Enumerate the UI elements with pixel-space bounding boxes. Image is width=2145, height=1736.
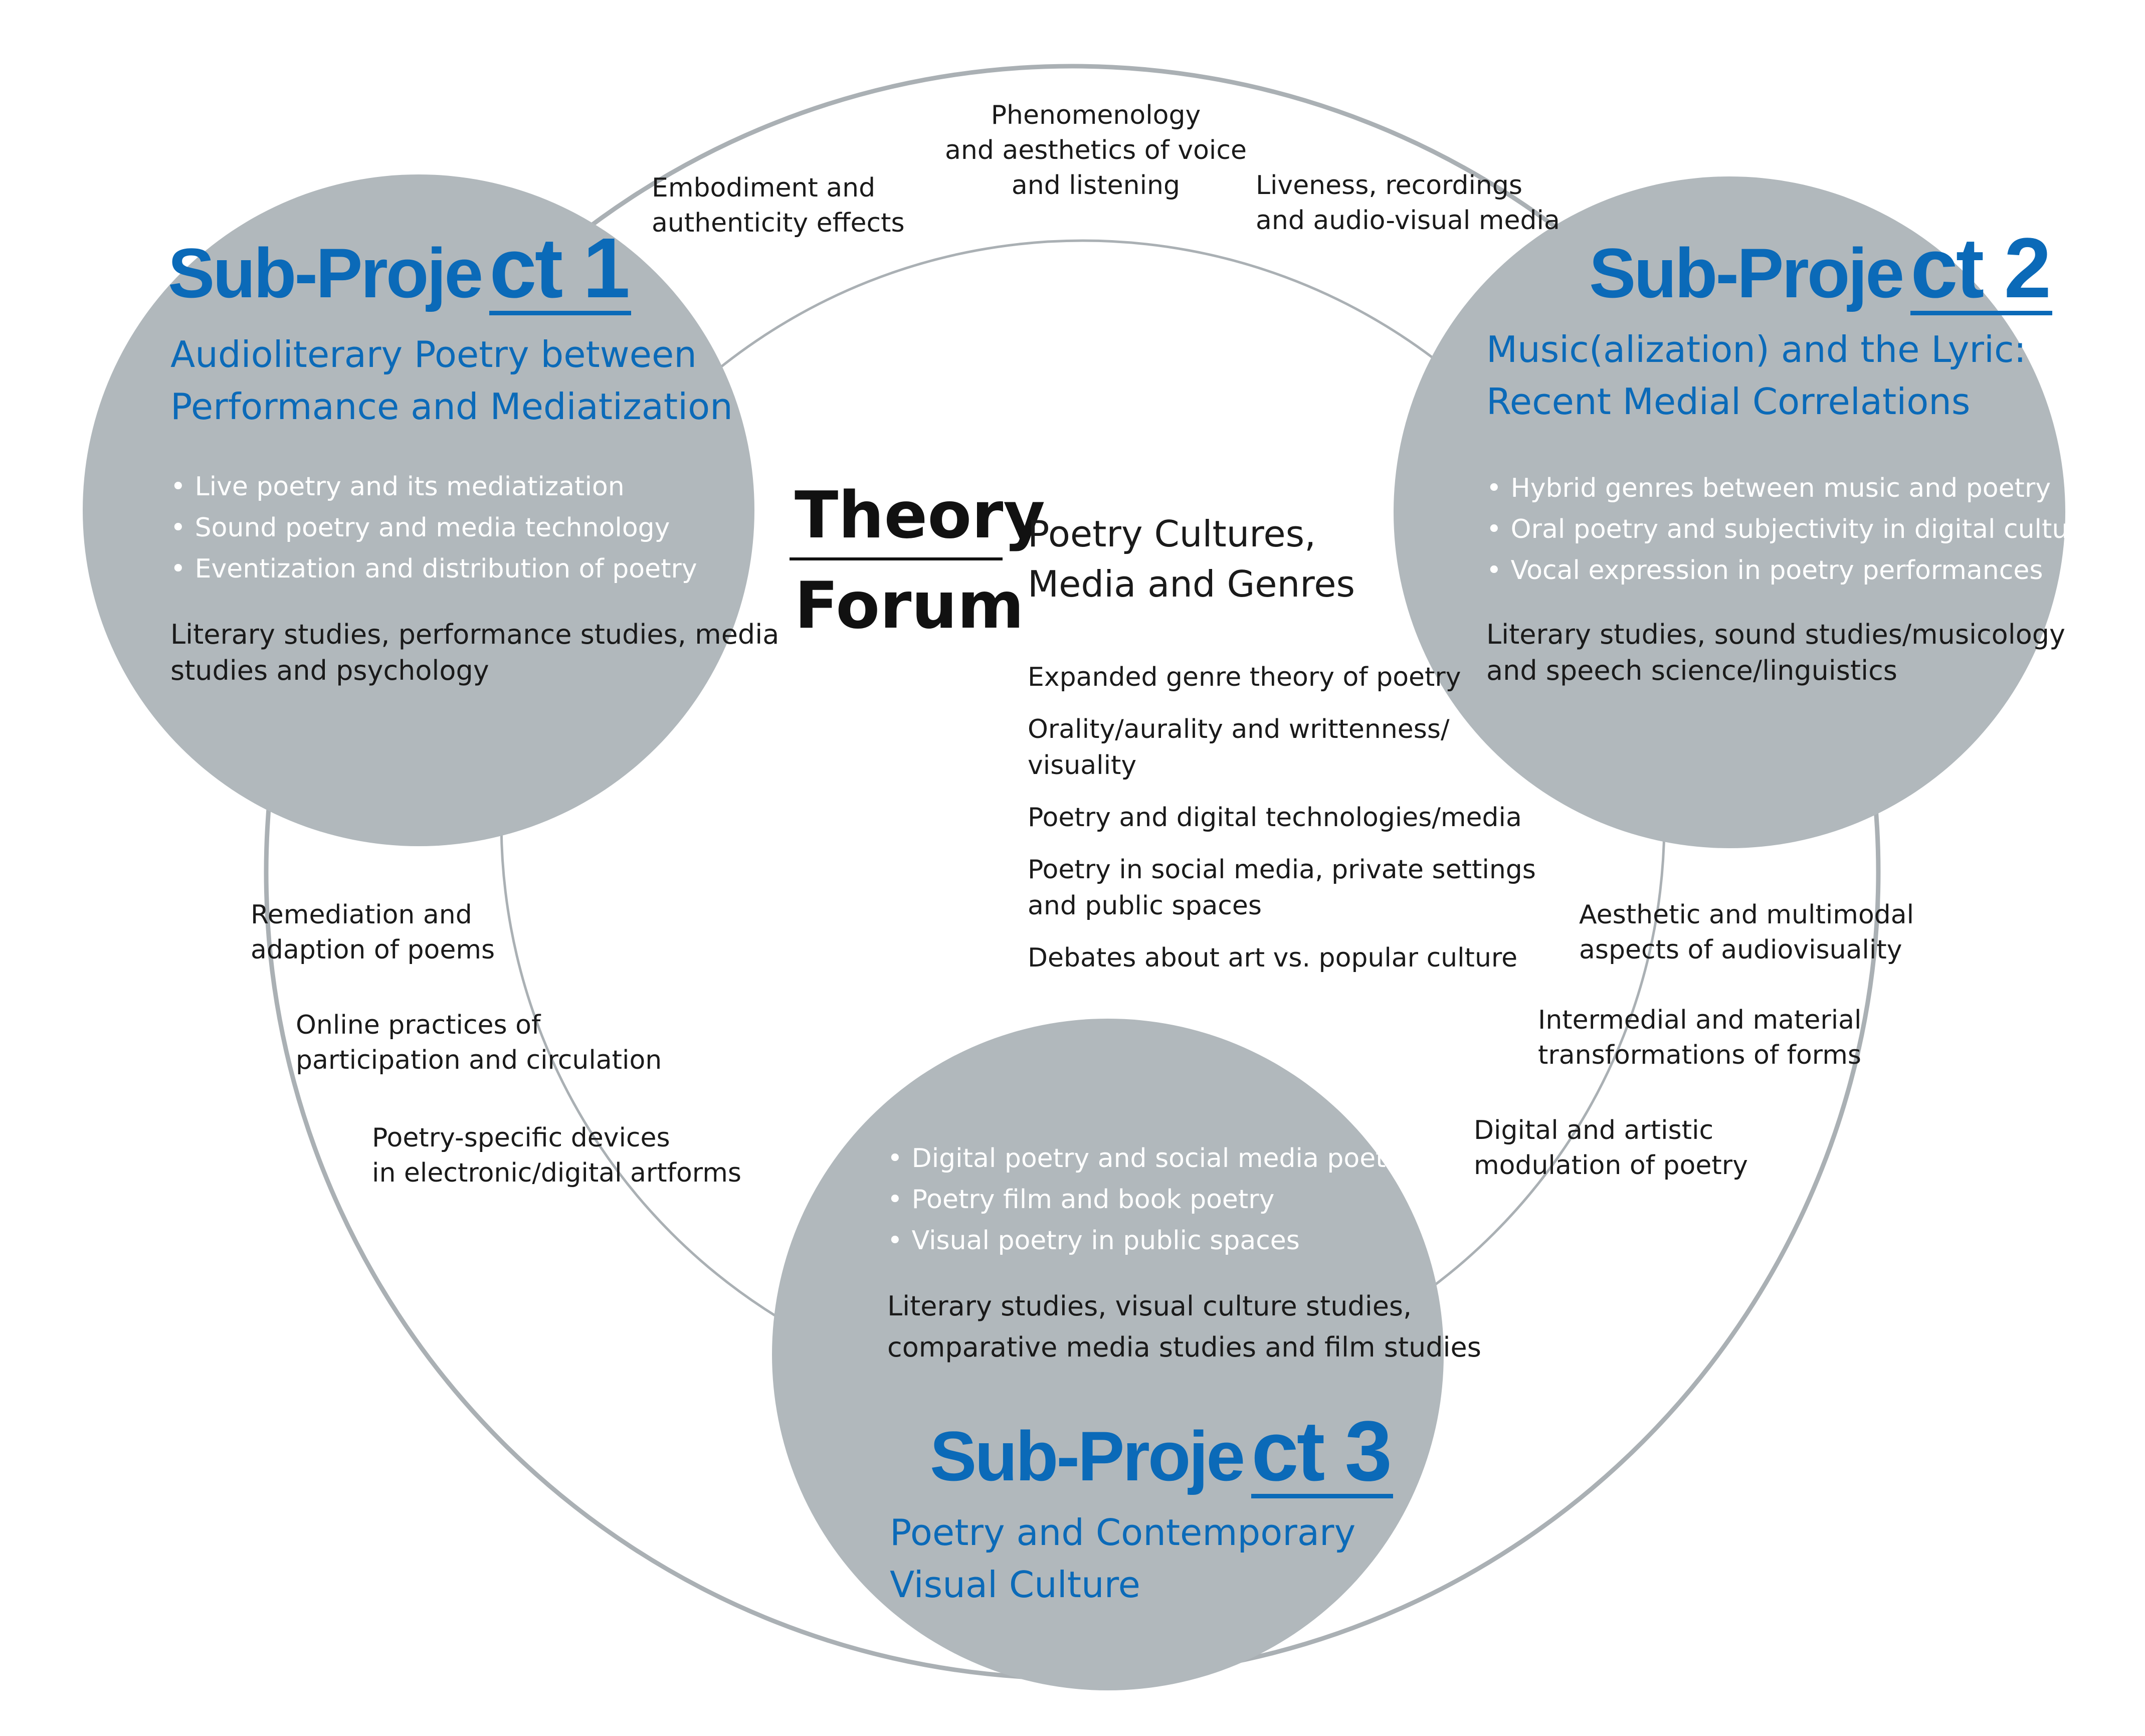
connection-label-right-3: Digital and artistic modulation of poetr…: [1474, 1115, 1748, 1181]
sub-project-2-digit: 2: [2004, 221, 2052, 316]
connection-label-top-center: Phenomenology and aesthetics of voice an…: [945, 100, 1247, 201]
bullet-item: Poetry film and book poetry: [887, 1179, 1412, 1220]
sub-project-3-title-end: ct: [1251, 1404, 1325, 1499]
theory-forum-word-theory: Theory: [795, 478, 1045, 553]
sub-project-1-title: Sub-Project 1: [168, 226, 632, 315]
bullet-item: Sound poetry and media technology: [170, 507, 697, 548]
sub-project-2-subtitle: Music(alization) and the Lyric: Recent M…: [1486, 328, 2026, 423]
sub-project-2-title-text: Sub-Proje: [1589, 234, 1904, 312]
sub-project-3-bullets: Digital poetry and social media poetry P…: [887, 1138, 1412, 1261]
sub-project-1-title-end: ct: [489, 221, 563, 316]
sub-project-3-digit: 3: [1344, 1404, 1393, 1499]
sub-project-2-title-end: ct: [1910, 221, 1984, 316]
connection-label-left-1: Remediation and adaption of poems: [251, 900, 495, 965]
topic-item: Poetry in social media, private settings…: [1028, 855, 1536, 921]
bullet-item: Hybrid genres between music and poetry: [1486, 468, 2095, 509]
theory-forum-word-forum: Forum: [795, 568, 1024, 643]
sub-project-3-number: ct 3: [1251, 1409, 1394, 1498]
sub-project-3-title: Sub-Project 3: [930, 1409, 1394, 1498]
theory-forum-topics: Expanded genre theory of poetry Orality/…: [1028, 659, 1536, 992]
topic-item: Orality/aurality and writtenness/ visual…: [1028, 714, 1450, 781]
sub-project-2-title: Sub-Project 2: [1589, 226, 2053, 315]
connection-label-right-1: Aesthetic and multimodal aspects of audi…: [1579, 900, 1914, 965]
sub-project-1-fields: Literary studies, performance studies, m…: [170, 619, 779, 686]
connection-label-left-3: Poetry-specific devices in electronic/di…: [372, 1123, 742, 1188]
sub-project-1-digit: 1: [582, 221, 631, 316]
sub-project-2-bullets: Hybrid genres between music and poetry O…: [1486, 468, 2095, 591]
connection-label-top-left: Embodiment and authenticity effects: [652, 173, 905, 238]
sub-project-2-fields: Literary studies, sound studies/musicolo…: [1486, 619, 2065, 686]
sub-project-1-title-text: Sub-Proje: [168, 234, 483, 312]
sub-project-3-fields: Literary studies, visual culture studies…: [887, 1290, 1481, 1363]
bullet-item: Eventization and distribution of poetry: [170, 548, 697, 590]
sub-project-3-title-text: Sub-Proje: [930, 1417, 1245, 1495]
connection-label-top-right: Liveness, recordings and audio-visual me…: [1256, 170, 1560, 236]
bullet-item: Vocal expression in poetry performances: [1486, 550, 2095, 591]
sub-project-1-number: ct 1: [489, 226, 632, 315]
bullet-item: Live poetry and its mediatization: [170, 466, 697, 507]
bullet-item: Digital poetry and social media poetry: [887, 1138, 1412, 1179]
sub-project-2-number: ct 2: [1910, 226, 2053, 315]
sub-project-1-bullets: Live poetry and its mediatization Sound …: [170, 466, 697, 590]
sub-project-3-subtitle: Poetry and Contemporary Visual Culture: [890, 1511, 1356, 1606]
sub-project-1-subtitle: Audioliterary Poetry between Performance…: [170, 333, 733, 428]
bullet-item: Visual poetry in public spaces: [887, 1220, 1412, 1261]
topic-item: Expanded genre theory of poetry: [1028, 662, 1461, 692]
topic-item: Debates about art vs. popular culture: [1028, 943, 1518, 973]
connection-label-right-2: Intermedial and material transformations…: [1538, 1005, 1862, 1070]
theory-forum-subtitle: Poetry Cultures, Media and Genres: [1028, 513, 1355, 605]
connection-label-left-2: Online practices of participation and ci…: [296, 1010, 662, 1075]
topic-item: Poetry and digital technologies/media: [1028, 803, 1522, 833]
theory-forum-divider: [790, 557, 1003, 560]
bullet-item: Oral poetry and subjectivity in digital …: [1486, 509, 2095, 550]
